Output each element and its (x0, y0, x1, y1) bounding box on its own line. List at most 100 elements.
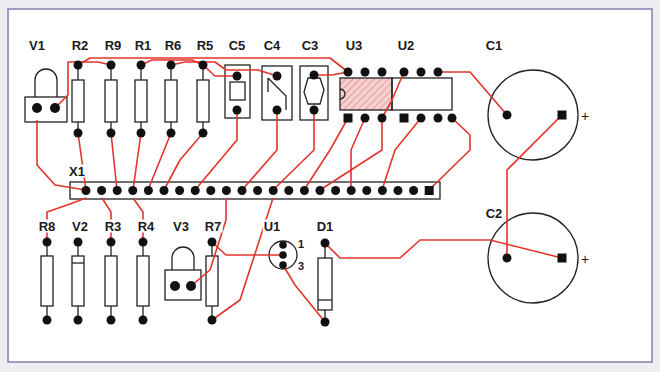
solder-pad (167, 61, 176, 70)
part-label: R1 (134, 39, 153, 52)
component-outline (41, 256, 53, 306)
header-pad (284, 186, 293, 195)
component-outline (72, 256, 84, 306)
solder-pad (279, 241, 287, 249)
component-outline (318, 258, 332, 310)
solder-pad (417, 114, 426, 123)
component-outline (137, 256, 149, 306)
solder-pad (199, 61, 208, 70)
part-label: U2 (397, 39, 416, 52)
solder-pad (273, 72, 282, 81)
part-label: X1 (68, 165, 86, 178)
header-pad (347, 186, 356, 195)
solder-pad (344, 68, 353, 77)
header-pad (144, 186, 153, 195)
component-outline (165, 270, 201, 300)
copper-trace (283, 265, 325, 322)
solder-pad (273, 106, 282, 115)
component-outline (225, 65, 250, 118)
component-outline (268, 78, 286, 110)
header-pad (82, 186, 91, 195)
component-outline (230, 82, 245, 100)
copper-trace (320, 118, 382, 190)
pin-number: 3 (297, 261, 305, 272)
component-outline (392, 78, 452, 110)
header-pad (331, 186, 340, 195)
solder-pad (503, 254, 512, 263)
pin-number: 1 (297, 239, 305, 250)
solder-pad (137, 129, 146, 138)
header-pad (206, 186, 215, 195)
solder-pad (233, 106, 242, 115)
polarity-mark: + (580, 252, 590, 266)
copper-trace (304, 118, 348, 190)
component-outline (262, 66, 292, 120)
solder-pad (139, 316, 148, 325)
header-pad (128, 186, 137, 195)
solder-pad (448, 114, 457, 123)
component-outline (25, 97, 67, 122)
part-label: R9 (104, 39, 123, 52)
copper-trace (507, 115, 562, 258)
part-label: C3 (301, 39, 320, 52)
solder-pad (434, 114, 443, 123)
part-label: C1 (485, 39, 504, 52)
component-outline (35, 69, 57, 97)
solder-pad (378, 68, 387, 77)
header-pad (113, 186, 122, 195)
part-label: R3 (104, 220, 123, 233)
component-outline (25, 65, 578, 322)
solder-pad (344, 114, 353, 123)
solder-pad (361, 68, 370, 77)
solder-pad (233, 72, 242, 81)
part-label: R8 (38, 220, 57, 233)
component-outline (105, 80, 117, 122)
board-outline (8, 9, 652, 362)
solder-pad (139, 238, 148, 247)
component-outline (488, 213, 578, 303)
copper-trace (325, 240, 562, 258)
header-pad (394, 186, 403, 195)
part-label: V2 (71, 220, 89, 233)
solder-pad (74, 129, 83, 138)
solder-pad (279, 251, 287, 259)
component-outline (197, 80, 209, 122)
component-outline (72, 262, 84, 263)
copper-trace (273, 110, 314, 190)
copper-trace (438, 72, 507, 115)
header-pad (97, 186, 106, 195)
copper-trace (242, 110, 277, 190)
part-label: R5 (196, 39, 215, 52)
copper-trace (203, 65, 237, 76)
solder-pad (434, 68, 443, 77)
copper-trace (212, 242, 283, 255)
solder-pad (321, 318, 330, 327)
part-label: U3 (345, 39, 364, 52)
part-label: R7 (204, 220, 223, 233)
header-pad (82, 186, 434, 195)
component-outline (135, 80, 147, 122)
header-pad (316, 186, 325, 195)
polarity-mark: + (580, 109, 590, 123)
solder-pad (558, 254, 567, 263)
copper-trace (382, 118, 421, 190)
solder-pad (378, 114, 387, 123)
solder-pad (558, 111, 567, 120)
copper-trace (382, 72, 404, 118)
solder-pad (107, 238, 116, 247)
solder-pad (107, 316, 116, 325)
part-label: C5 (228, 39, 247, 52)
component-outline (72, 80, 84, 122)
solder-pad (74, 61, 83, 70)
solder-pad (310, 106, 319, 115)
solder-pad (43, 238, 52, 247)
copper-trace (212, 198, 273, 320)
header-pad (269, 186, 278, 195)
header-pad (300, 186, 309, 195)
copper-trace (429, 118, 470, 190)
copper-trace (164, 133, 203, 190)
header-pad (362, 186, 371, 195)
solder-pad (32, 61, 567, 327)
